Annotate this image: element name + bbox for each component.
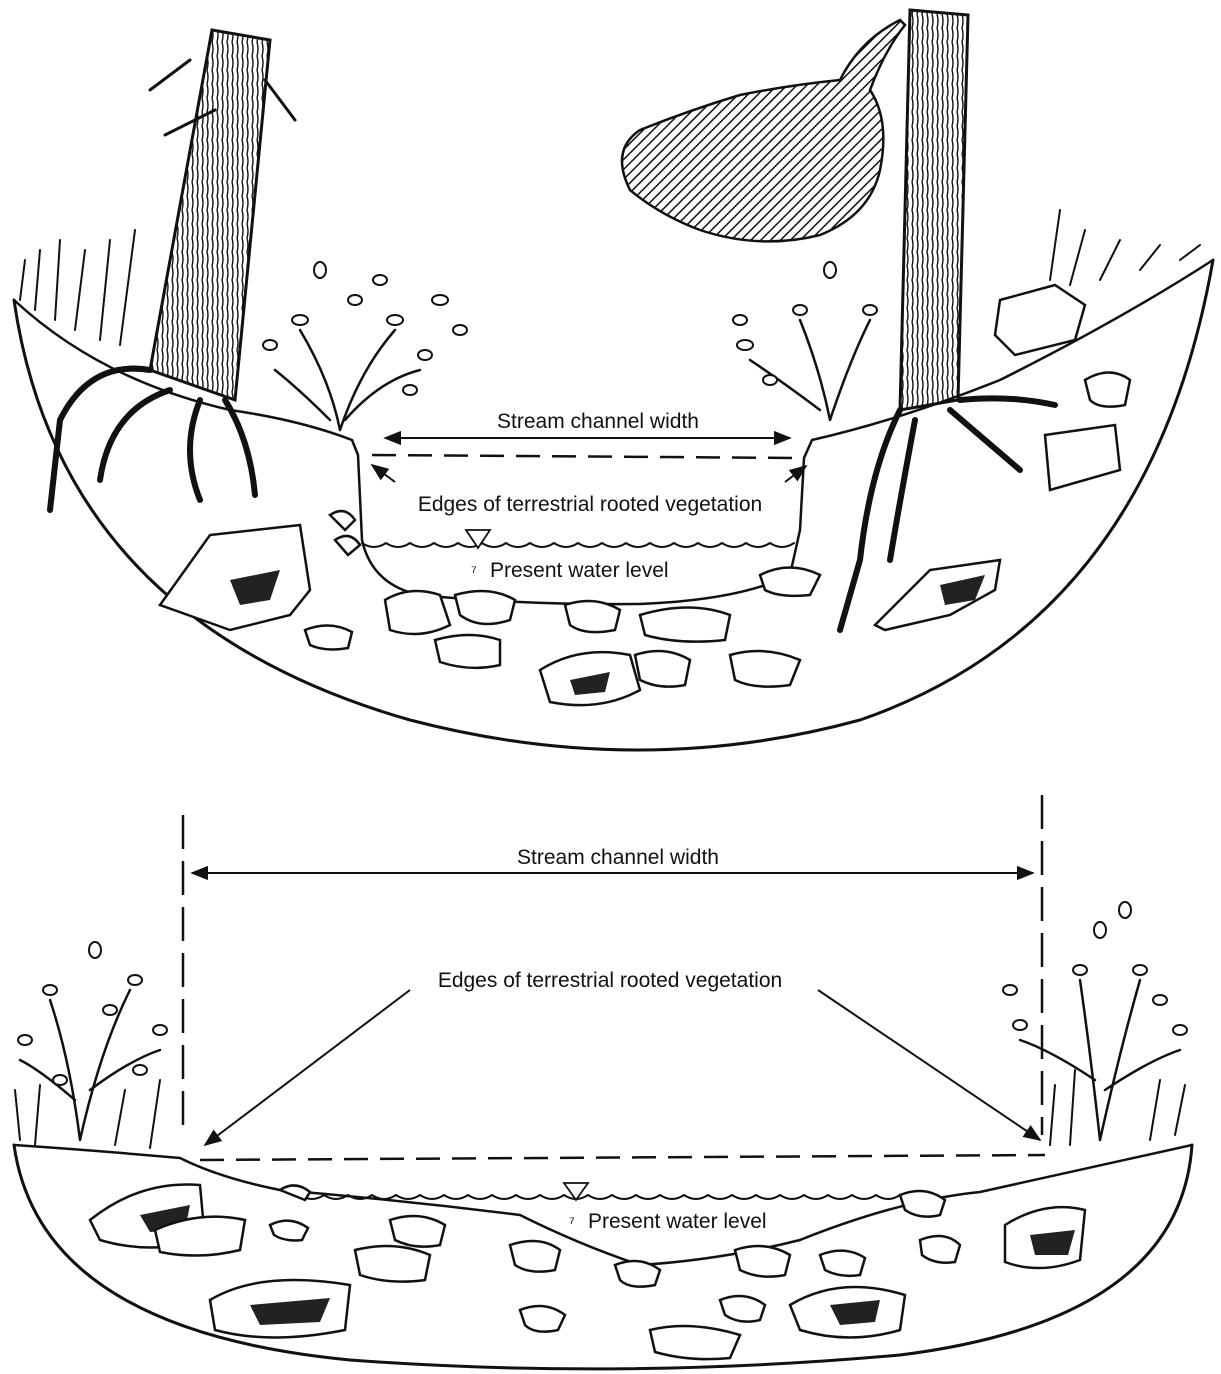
top-right-grass bbox=[1050, 210, 1200, 285]
bottom-water-surface bbox=[300, 1195, 924, 1199]
bottom-vegetation-arrow-right bbox=[818, 990, 1040, 1140]
bottom-width-label: Stream channel width bbox=[517, 846, 719, 869]
right-tree bbox=[622, 10, 1055, 630]
top-left-grass bbox=[20, 230, 135, 345]
top-right-shrub bbox=[733, 262, 877, 420]
top-left-shrub bbox=[263, 262, 467, 430]
bottom-water-level-symbol: ⁷ bbox=[569, 1215, 575, 1232]
bottom-left-shrub bbox=[15, 942, 167, 1148]
left-tree bbox=[50, 30, 295, 510]
top-vegetation-arrow-left bbox=[372, 465, 395, 482]
top-water-label: Present water level bbox=[490, 559, 669, 582]
top-water-level-symbol: ⁷ bbox=[471, 564, 477, 581]
bottom-water-label: Present water level bbox=[588, 1210, 767, 1233]
top-width-label: Stream channel width bbox=[497, 410, 699, 433]
top-vegetation-dashed-line bbox=[372, 455, 800, 458]
bottom-vegetation-arrow-left bbox=[205, 990, 410, 1145]
bottom-vegetation-dashed-line bbox=[200, 1155, 1045, 1160]
bottom-right-shrub bbox=[1003, 902, 1187, 1145]
top-vegetation-label: Edges of terrestrial rooted vegetation bbox=[418, 493, 762, 516]
bottom-vegetation-label: Edges of terrestrial rooted vegetation bbox=[438, 969, 782, 992]
bottom-cross-section: Stream channel width Edges of terrestria… bbox=[14, 795, 1192, 1369]
top-cross-section: Stream channel width Edges of terrestria… bbox=[14, 10, 1213, 750]
hanging-foliage bbox=[622, 20, 905, 241]
top-water-surface bbox=[362, 543, 794, 547]
